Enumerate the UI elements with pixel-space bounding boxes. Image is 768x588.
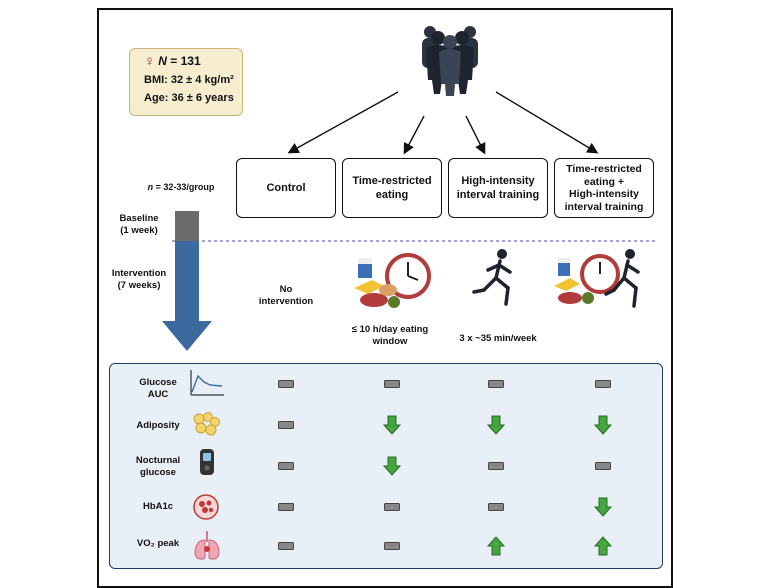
age-text: Age: 36 ± 6 years — [144, 92, 234, 104]
intervention-arrow — [162, 241, 212, 351]
allocation-arrows — [172, 91, 655, 242]
arrow-to-tre — [403, 115, 425, 155]
no-change-icon — [278, 421, 294, 429]
decrease-arrow-icon — [594, 415, 612, 435]
glucose-monitor-icon — [200, 449, 214, 475]
hiit-description: 3 x ~35 min/week — [459, 333, 537, 344]
baseline-bar — [175, 211, 199, 241]
outcome-label-adiposity: Adiposity — [136, 420, 180, 431]
runner-icon — [472, 249, 512, 306]
group-hiit: High-intensity interval training — [448, 158, 548, 218]
arrow-to-hiit — [465, 115, 486, 155]
baseline-label: Baseline (1 week) — [119, 213, 159, 236]
lungs-icon — [194, 531, 220, 560]
outcome-label-vo2-peak: VO₂ peak — [136, 538, 180, 549]
n-symbol: N — [158, 54, 167, 68]
arrow-to-control — [287, 91, 399, 154]
group-tre: Time-restricted eating — [342, 158, 442, 218]
no-change-icon — [384, 503, 400, 511]
sample-characteristics-box: ♀N = 131 BMI: 32 ± 4 kg/m² Age: 36 ± 6 y… — [129, 48, 243, 116]
outcome-label-glucose-auc: Glucose AUC — [139, 377, 177, 400]
outcome-label-hba1c: HbA1c — [142, 501, 174, 512]
decrease-arrow-icon — [383, 415, 401, 435]
no-change-icon — [595, 380, 611, 388]
group-n-value: = 32-33/group — [153, 182, 215, 192]
no-change-icon — [278, 542, 294, 550]
no-change-icon — [278, 380, 294, 388]
no-change-icon — [384, 380, 400, 388]
decrease-arrow-icon — [383, 456, 401, 476]
intervention-label: Intervention (7 weeks) — [111, 268, 167, 291]
fat-cells-icon — [193, 412, 220, 436]
blood-cell-icon — [193, 494, 219, 520]
n-value: = 131 — [170, 54, 201, 68]
arrow-to-tre-hiit — [495, 91, 599, 154]
increase-arrow-icon — [594, 536, 612, 556]
no-change-icon — [278, 462, 294, 470]
group-control: Control — [236, 158, 336, 218]
decrease-arrow-icon — [594, 497, 612, 517]
no-change-icon — [488, 503, 504, 511]
no-change-icon — [488, 380, 504, 388]
tre-description: ≤ 10 h/day eating window — [351, 324, 429, 347]
group-tre-hiit: Time-restricted eating + High-intensity … — [554, 158, 654, 218]
outcome-label-nocturnal-glucose: Nocturnal glucose — [135, 455, 181, 478]
glucose-curve-icon — [190, 370, 224, 396]
control-description: No intervention — [258, 284, 314, 307]
bmi-text: BMI: 32 ± 4 kg/m² — [144, 74, 234, 86]
sample-size: ♀N = 131 — [144, 52, 242, 71]
no-change-icon — [384, 542, 400, 550]
no-change-icon — [278, 503, 294, 511]
decrease-arrow-icon — [487, 415, 505, 435]
female-symbol-icon: ♀ — [144, 53, 156, 70]
food-clock-icon — [354, 253, 431, 308]
food-clock-runner-icon — [554, 249, 640, 308]
no-change-icon — [595, 462, 611, 470]
group-n-symbol: n — [147, 182, 154, 192]
no-change-icon — [488, 462, 504, 470]
group-size-note: n = 32-33/group — [136, 181, 226, 193]
participants-group-icon — [422, 26, 478, 96]
increase-arrow-icon — [487, 536, 505, 556]
